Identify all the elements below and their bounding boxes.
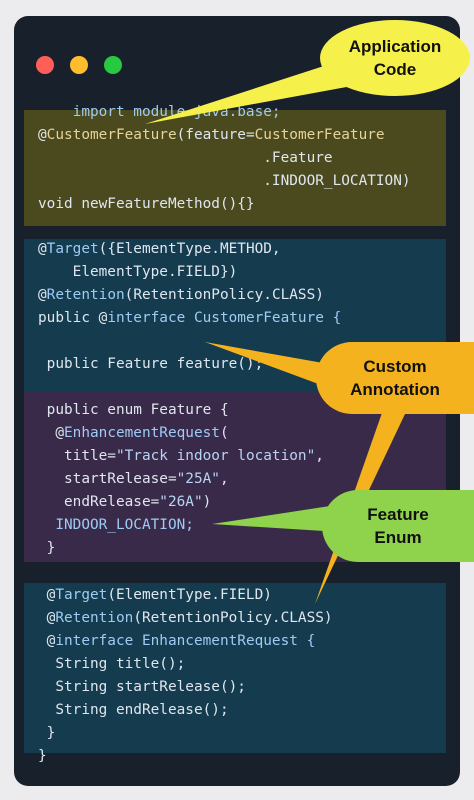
line-er-start: String startRelease(); bbox=[38, 679, 246, 695]
line-er-retention: @Retention(RetentionPolicy.CLASS) bbox=[38, 610, 333, 626]
line-app-feature: .Feature bbox=[38, 150, 333, 166]
feature-enum-callout: Feature Enum bbox=[322, 490, 474, 562]
close-dot[interactable] bbox=[36, 56, 54, 74]
line-app-annotation: @CustomerFeature(feature=CustomerFeature bbox=[38, 127, 385, 143]
custom-annotation-callout: Custom Annotation bbox=[316, 342, 474, 414]
enhancement-request-block bbox=[24, 583, 446, 753]
minimize-dot[interactable] bbox=[70, 56, 88, 74]
line-enum-annotation: @EnhancementRequest( bbox=[38, 425, 229, 441]
line-er-close: } bbox=[38, 725, 56, 741]
line-enum-decl: public enum Feature { bbox=[38, 402, 229, 418]
line-er-target: @Target(ElementType.FIELD) bbox=[38, 587, 272, 603]
line-enum-end: endRelease="26A") bbox=[38, 494, 212, 510]
line-enum-constant: INDOOR_LOCATION; bbox=[38, 517, 194, 533]
application-code-callout: Application Code bbox=[320, 20, 470, 96]
line-target: @Target({ElementType.METHOD, bbox=[38, 241, 281, 257]
line-er-title: String title(); bbox=[38, 656, 186, 672]
line-target-field: ElementType.FIELD}) bbox=[38, 264, 238, 280]
line-interface: public @interface CustomerFeature { bbox=[38, 310, 342, 326]
line-app-indoor: .INDOOR_LOCATION) bbox=[38, 173, 411, 189]
maximize-dot[interactable] bbox=[104, 56, 122, 74]
line-enum-start: startRelease="25A", bbox=[38, 471, 229, 487]
line-feature-method: public Feature feature(); bbox=[38, 356, 264, 372]
line-er-interface: @interface EnhancementRequest { bbox=[38, 633, 316, 649]
line-app-method: void newFeatureMethod(){} bbox=[38, 196, 255, 212]
line-er-end: String endRelease(); bbox=[38, 702, 229, 718]
line-enum-title: title="Track indoor location", bbox=[38, 448, 324, 464]
line-enum-close: } bbox=[38, 540, 56, 556]
application-code-block bbox=[24, 110, 446, 226]
line-final-close: } bbox=[38, 748, 47, 764]
line-retention: @Retention(RetentionPolicy.CLASS) bbox=[38, 287, 324, 303]
